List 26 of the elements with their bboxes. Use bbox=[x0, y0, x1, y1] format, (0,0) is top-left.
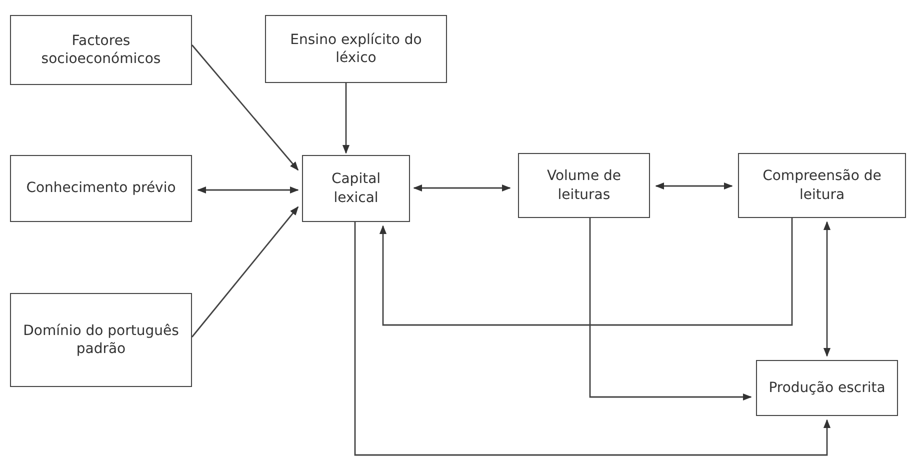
arrow bbox=[342, 83, 350, 154]
box-label: Ensino explícito do léxico bbox=[289, 30, 423, 68]
box-label: Domínio do português padrão bbox=[22, 322, 180, 358]
arrow bbox=[655, 182, 733, 190]
arrow bbox=[413, 184, 511, 192]
box-label: Capital lexical bbox=[330, 170, 382, 207]
process-box bbox=[265, 15, 447, 83]
process-box bbox=[10, 155, 192, 222]
arrow bbox=[354, 222, 831, 456]
process-box bbox=[10, 293, 192, 387]
arrow bbox=[197, 186, 299, 194]
process-box bbox=[738, 153, 906, 218]
arrow bbox=[191, 44, 299, 171]
arrow bbox=[191, 206, 299, 338]
arrow bbox=[823, 221, 831, 357]
process-box bbox=[10, 15, 192, 85]
arrow bbox=[379, 218, 793, 326]
process-box bbox=[756, 360, 898, 416]
process-box bbox=[302, 155, 410, 222]
process-box bbox=[518, 153, 650, 218]
box-label: Compreensão de leitura bbox=[762, 167, 882, 204]
box-label: Volume de leituras bbox=[546, 167, 622, 204]
box-label: Produção escrita bbox=[768, 378, 886, 398]
arrow bbox=[589, 218, 752, 401]
box-label: Factores socioeconómicos bbox=[40, 32, 162, 68]
box-label: Conhecimento prévio bbox=[25, 179, 177, 198]
